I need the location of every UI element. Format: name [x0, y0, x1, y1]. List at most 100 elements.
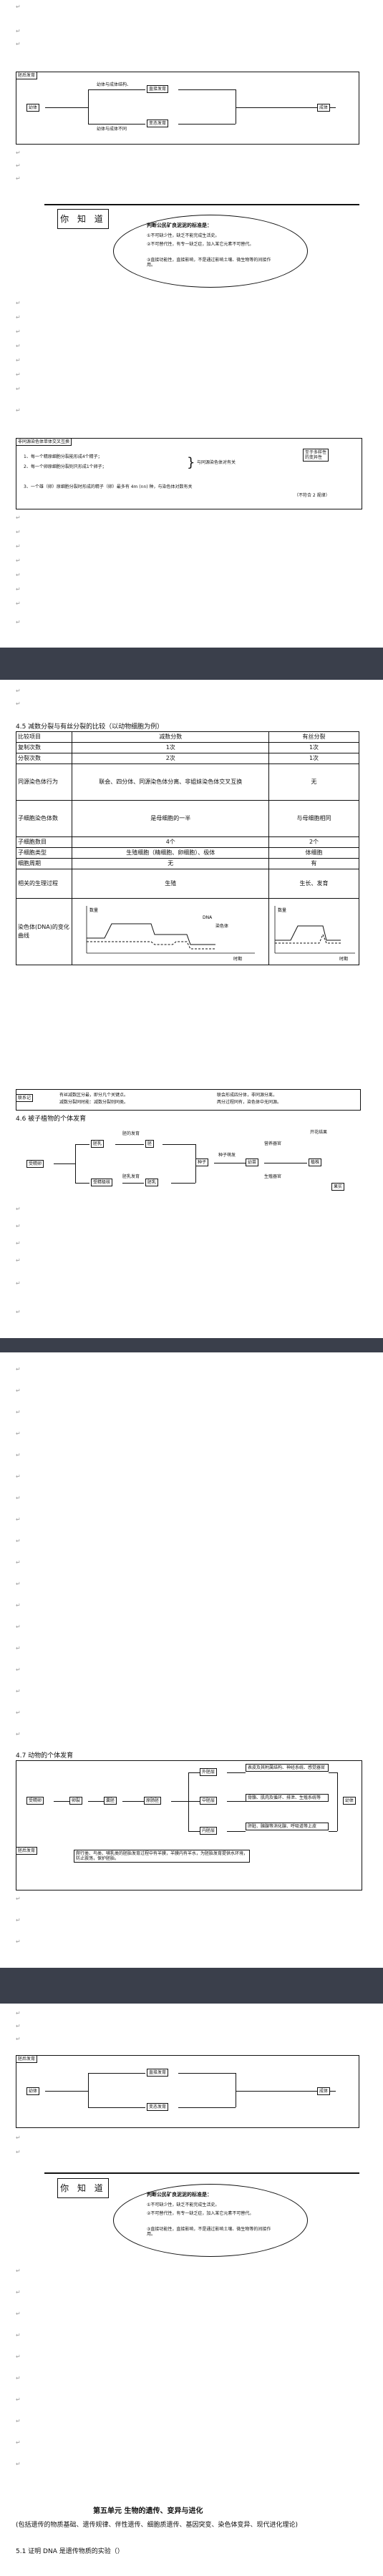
table-row: 同源染色体行为联会、四分体、同源染色体分离、非姐妹染色体交叉互换无 [15, 763, 359, 801]
cell: 2个 [268, 836, 359, 848]
juvenile: 幼体 [343, 1797, 357, 1805]
node-seed: 种子 [195, 1158, 209, 1166]
organ-endo: 肝脏、胰腺等消化腺、呼吸道等上皮 [246, 1823, 329, 1830]
node-fruit: 果实 [331, 1183, 345, 1191]
node-endosperm: 胚乳 [91, 1140, 105, 1148]
know-title: 判断公民矿良泥泥的标准是： [147, 223, 212, 228]
section-4-6-title: 4.6 被子植物的个体发育 [16, 1116, 87, 1123]
dna-curve-mitosis: 数量 时期 [268, 898, 359, 965]
diagram-title: 胚后发育 [16, 72, 38, 79]
table-row: 细胞周期无有 [15, 858, 359, 869]
node-endosperm2: 胚乳 [145, 1179, 159, 1186]
crossover-title: 非同源染色体单体交叉互换 [16, 438, 72, 446]
animal-development-diagram: 受精卵 卵裂 囊胚 原肠胚 外胚层 中胚层 内胚层 表皮及其附属结构、神经系统、… [16, 1760, 362, 1890]
section-4-7-title: 4.7 动物的个体发育 [16, 1752, 74, 1760]
page-gap [0, 648, 383, 680]
brace-note: 与同源染色体对有关 [197, 460, 236, 465]
note-1: 有丝减数区分最，即分凡个关键点。 [59, 1093, 129, 1098]
row-label: 子细胞类型 [15, 847, 73, 859]
node-plant: 植株 [309, 1158, 322, 1166]
amnion-note: 爬行类、鸟类、哺乳类的胚胎发育过程中有羊膜，羊膜内有羊水，为胚胎发育提供水环境，… [74, 1850, 250, 1863]
cell: 联会、四分体、同源染色体分离、非姐妹染色体交叉互换 [72, 763, 269, 801]
mitosis-curve-svg: 数量 时期 [274, 906, 355, 962]
page-gap [0, 1968, 383, 2004]
cell: 与母细胞相同 [268, 800, 359, 837]
bottom-path-label: 幼体与成体不同 [97, 127, 127, 132]
note-box: 至于多样性 的变异性 [303, 449, 329, 462]
row-label: 相关的生理过程 [15, 869, 73, 899]
know-item-1: ①不可缺少性，缺乏不能完成生活史。 [147, 2202, 220, 2207]
direct-development: 直接发育 [147, 85, 169, 93]
organ-meso: 骨骼、肌肉及循环、排泄、生殖系统等 [246, 1794, 329, 1802]
row-label: 细胞周期 [15, 858, 73, 869]
node-embryo: 受精极核 [91, 1179, 113, 1186]
row-label: 子细胞数目 [15, 836, 73, 848]
crossover-line-3: 3、一个雄（卵）原细胞分裂时形成的精子（卵）最多有 4m (nn) 种，与染色体… [24, 484, 193, 489]
dna-curve-meiosis: 数量 DNA 染色体 时期 [72, 898, 269, 965]
output-node: 成体 [317, 2087, 331, 2095]
label-flower-fruit: 开花结果 [310, 1130, 328, 1135]
header-cell: 减数分数 [72, 731, 269, 743]
output-node: 成体 [317, 104, 331, 112]
layer-meso: 中胚层 [200, 1797, 218, 1805]
meiosis-curve-svg: 数量 DNA 染色体 时期 [87, 906, 256, 962]
did-you-know-oval-repeat [113, 2184, 308, 2257]
row-label: 子细胞染色体数 [15, 800, 73, 837]
section-4-5-title: 4.5 减数分裂与有丝分裂的比较（以动物细胞为例） [16, 723, 164, 731]
crossover-box: 非同源染色体单体交叉互换 1、每一个精原细胞分裂能形成4个精子； 2、每一个卵原… [16, 438, 362, 509]
cell: 体细胞 [268, 847, 359, 859]
node-embryo2: 胚 [145, 1140, 155, 1148]
input-node: 幼体 [26, 2087, 40, 2095]
organ-ecto: 表皮及其附属结构、神经系统、感觉器官 [246, 1764, 329, 1772]
node-seedling: 幼苗 [246, 1158, 259, 1166]
plant-development-diagram: 受精卵 胚乳 受精极核 胚的发育 胚乳发育 胚 胚乳 种子 种子萌发 幼苗 营养… [16, 1123, 361, 1196]
label-reproductive: 生殖器官 [264, 1174, 282, 1179]
cell: 1次 [268, 753, 359, 764]
node-fertilized: 受精卵 [26, 1160, 44, 1168]
label-endosperm-dev: 胚乳发育 [122, 1174, 140, 1179]
row-label: 染色体(DNA)的变化曲线 [15, 898, 73, 965]
page-gap [0, 1338, 383, 1352]
chain-0: 受精卵 [26, 1797, 44, 1805]
crossover-line-1: 1、每一个精原细胞分裂能形成4个精子； [24, 454, 102, 459]
y-axis-label: 数量 [278, 907, 286, 913]
table-row: 子细胞类型生殖细胞（精细胞、卵细胞）、极体体细胞 [15, 847, 359, 859]
post-development: 胚后发育 [16, 1847, 38, 1855]
cell: 1次 [72, 742, 269, 753]
page-3: ↵ ↵ ↵ ↵ ↵ ↵ ↵ ↵ ↵ ↵ ↵ ↵ ↵ ↵ ↵ ↵ ↵ ↵ 4.7 … [0, 1352, 383, 1968]
crossover-line-2: 2、每一个卵原细胞分裂则只形成1个卵子； [24, 464, 107, 469]
know-item-2: ②不可替代性，有专一缺乏症，加入某它元素不可替代。 [147, 242, 254, 247]
x-axis-label: 时期 [233, 956, 242, 962]
unit-5-next: 5.1 证明 DNA 是遗传物质的实验（） [16, 2548, 124, 2555]
did-you-know-scroll: 你 知 道 [57, 209, 109, 229]
note-tag: 联系记 [16, 1094, 34, 1102]
label-vegetative: 营养器官 [264, 1141, 282, 1146]
cell: 有 [268, 858, 359, 869]
layer-ecto: 外胚层 [200, 1768, 218, 1776]
dna-label: DNA [203, 915, 213, 920]
table-row: 子细胞染色体数是母细胞的一半与母细胞相同 [15, 800, 359, 837]
page-1: ↵ ↵ ↵ 胚后发育 幼体 幼体与成体结构、 直接发育 幼体与成体不同 变态发育… [0, 0, 383, 644]
know-item-1: ①不可缺少性，缺乏不能完成生活史。 [147, 233, 220, 238]
know-title: 判断公民矿良泥泥的标准是： [147, 2192, 212, 2197]
crossover-line-3b: （不符合 2 规律） [294, 493, 330, 498]
cell: 2次 [72, 753, 269, 764]
input-node: 幼体 [26, 104, 40, 112]
did-you-know-scroll-repeat: 你 知 道 [57, 2178, 109, 2198]
label-germination: 种子萌发 [218, 1153, 236, 1158]
header-cell: 比较项目 [15, 731, 73, 743]
cell: 生殖细胞（精细胞、卵细胞）、极体 [72, 847, 269, 859]
table-header: 比较项目 减数分数 有丝分裂 [15, 731, 359, 743]
cell: 1次 [268, 742, 359, 753]
table-row: 染色体(DNA)的变化曲线 数量 DNA 染色体 时期 [15, 898, 359, 965]
page-4: ↵ ↵ ↵ 胚后发育 幼体 直接发育 变态发育 成体 ↵ ↵ 你 知 道 判断公… [0, 2004, 383, 2576]
post-embryo-diagram-repeat: 胚后发育 幼体 直接发育 变态发育 成体 [16, 2055, 359, 2128]
cell: 是母细胞的一半 [72, 800, 269, 837]
chain-3: 原肠胚 [144, 1797, 162, 1805]
cell: 无 [268, 763, 359, 801]
layer-endo: 内胚层 [200, 1827, 218, 1835]
chain-1: 卵裂 [69, 1797, 83, 1805]
